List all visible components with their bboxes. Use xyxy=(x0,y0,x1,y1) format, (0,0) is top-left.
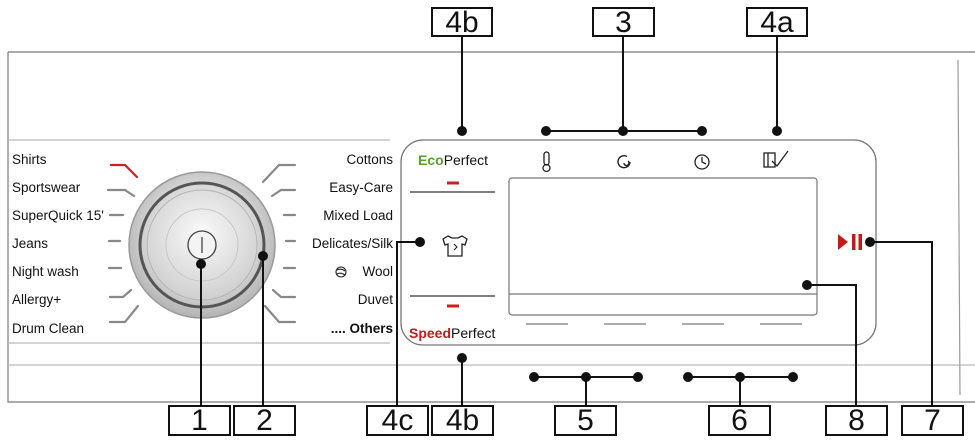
program-jeans[interactable]: Jeans xyxy=(12,236,49,251)
program-night-wash[interactable]: Night wash xyxy=(12,264,79,279)
display-window xyxy=(400,139,877,346)
dial-ticks-left xyxy=(106,163,140,324)
clock-icon[interactable] xyxy=(694,154,710,170)
program-allergy[interactable]: Allergy+ xyxy=(12,292,62,307)
eco-prefix: Eco xyxy=(418,152,444,168)
thermometer-icon[interactable] xyxy=(542,151,551,173)
callout-4b-top: 4b xyxy=(431,7,493,38)
program-shirts[interactable]: Shirts xyxy=(12,152,47,167)
callout-6: 6 xyxy=(708,405,771,436)
callout-7: 7 xyxy=(901,405,964,436)
callout-4a: 4a xyxy=(746,7,808,38)
program-selector-knob[interactable] xyxy=(128,171,276,319)
ready-time-icon[interactable] xyxy=(763,150,789,168)
start-pause-icon[interactable] xyxy=(838,234,862,250)
program-others[interactable]: .... Others xyxy=(330,321,393,336)
callout-4b-bottom: 4b xyxy=(431,405,494,436)
program-easy-care[interactable]: Easy-Care xyxy=(329,180,393,195)
dial-ticks-right xyxy=(261,163,297,324)
program-mixed-load[interactable]: Mixed Load xyxy=(323,208,393,223)
speed-suffix: Perfect xyxy=(451,325,496,341)
callout-2: 2 xyxy=(233,405,296,436)
wool-icon xyxy=(335,266,347,278)
program-duvet[interactable]: Duvet xyxy=(357,292,393,307)
callout-dots xyxy=(196,126,875,382)
callout-5: 5 xyxy=(554,405,617,436)
shirt-icon[interactable] xyxy=(442,235,468,257)
spin-icon[interactable] xyxy=(617,155,631,169)
callout-1: 1 xyxy=(168,405,231,436)
program-drum-clean[interactable]: Drum Clean xyxy=(12,321,85,336)
speed-prefix: Speed xyxy=(409,325,452,341)
callout-4c: 4c xyxy=(366,405,429,436)
program-delicates-silk[interactable]: Delicates/Silk xyxy=(311,236,393,251)
callout-leader-lines xyxy=(200,34,933,408)
program-cottons[interactable]: Cottons xyxy=(346,152,393,167)
speed-perfect-label[interactable]: SpeedPerfect xyxy=(409,325,495,341)
program-wool[interactable]: Wool xyxy=(362,264,393,279)
eco-suffix: Perfect xyxy=(443,152,489,168)
program-sportswear[interactable]: Sportswear xyxy=(12,180,81,195)
program-superquick[interactable]: SuperQuick 15' xyxy=(12,208,104,223)
callout-3: 3 xyxy=(592,7,655,38)
eco-perfect-label[interactable]: EcoPerfect xyxy=(418,152,488,168)
lcd-screen xyxy=(508,177,818,316)
callout-8: 8 xyxy=(825,405,888,436)
panel-frame xyxy=(7,51,975,403)
